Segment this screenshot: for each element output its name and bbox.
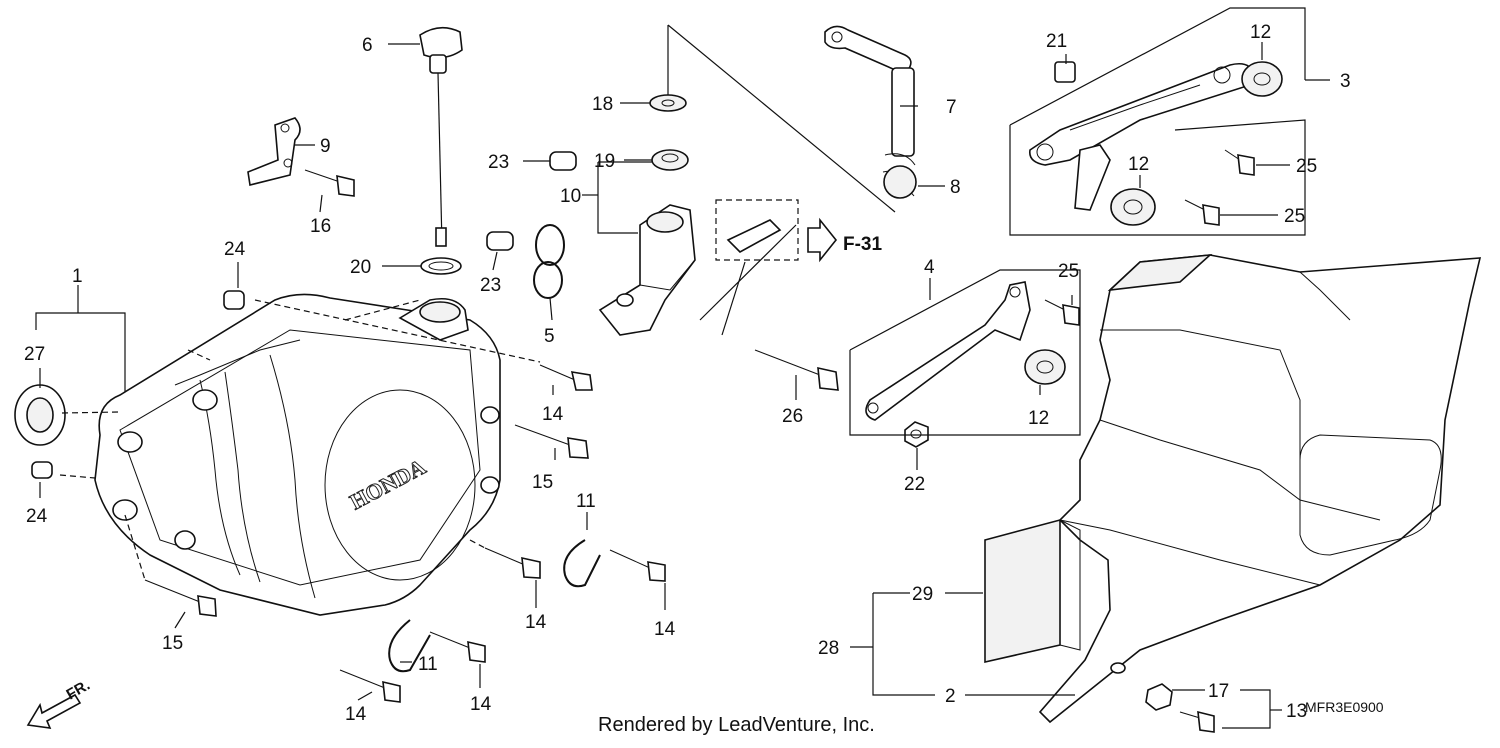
cover-pad-part — [984, 518, 1081, 664]
side-cover-part — [1038, 253, 1482, 724]
shift-arm-part — [824, 25, 917, 199]
callout-9: 9 — [320, 136, 331, 157]
bracket-assembly-part — [1028, 61, 1283, 226]
callout-22: 22 — [904, 474, 925, 495]
callout-25-c: 25 — [1058, 261, 1079, 282]
callout-3: 3 — [1340, 71, 1351, 92]
callout-14-e: 14 — [345, 704, 367, 725]
oil-seal-part — [14, 384, 66, 446]
callout-24-upper: 24 — [224, 239, 246, 260]
front-direction-arrow: FR. — [26, 677, 93, 729]
callout-16: 16 — [310, 216, 331, 237]
side-bracket-part — [865, 281, 1066, 421]
render-credit: Rendered by LeadVenture, Inc. — [598, 714, 875, 736]
callout-29: 29 — [912, 584, 933, 605]
washer-part — [649, 94, 689, 171]
callout-11-upper: 11 — [576, 491, 596, 512]
callout-23-upper: 23 — [488, 152, 509, 173]
callout-15-a: 15 — [532, 472, 553, 493]
callout-21: 21 — [1046, 31, 1067, 52]
callout-14-a: 14 — [542, 404, 564, 425]
callout-14-d: 14 — [470, 694, 492, 715]
callout-2: 2 — [945, 686, 956, 707]
oring-part — [533, 224, 565, 299]
callout-20: 20 — [350, 257, 371, 278]
reference-label: F-31 — [843, 234, 883, 255]
callout-14-b: 14 — [525, 612, 547, 633]
callout-6: 6 — [362, 35, 373, 56]
clip-part — [388, 539, 601, 673]
callout-15-b: 15 — [162, 633, 183, 654]
callout-4: 4 — [924, 257, 935, 278]
callout-11-lower: 11 — [418, 654, 438, 675]
callout-28: 28 — [818, 638, 839, 659]
callout-labels: 1 2 3 4 5 6 7 8 9 10 11 11 12 12 12 13 1… — [24, 22, 1351, 725]
dowel-pin-part — [31, 290, 245, 479]
callout-25-a: 25 — [1296, 156, 1317, 177]
callout-19: 19 — [594, 151, 615, 172]
callout-27: 27 — [24, 344, 45, 365]
callout-12-lower: 12 — [1028, 408, 1049, 429]
callout-17: 17 — [1208, 681, 1229, 702]
bolt-part — [144, 149, 1255, 733]
leader-lines — [35, 7, 1330, 729]
callout-25-b: 25 — [1284, 206, 1305, 227]
oil-pipe-part — [598, 204, 696, 336]
wire-bracket-part — [247, 117, 301, 186]
callout-12-top: 12 — [1250, 22, 1271, 43]
callout-24-lower: 24 — [26, 506, 48, 527]
callout-23-lower: 23 — [480, 275, 501, 296]
dipstick-part — [419, 26, 463, 275]
callout-26: 26 — [782, 406, 803, 427]
reference-arrow: F-31 — [807, 217, 883, 263]
callout-14-c: 14 — [654, 619, 676, 640]
collar-part — [486, 151, 577, 251]
callout-8: 8 — [950, 177, 961, 198]
callout-18: 18 — [592, 94, 613, 115]
switch-detail-box — [699, 199, 799, 336]
callout-7: 7 — [946, 97, 957, 118]
callout-5: 5 — [544, 326, 555, 347]
diagram-code: MFR3E0900 — [1305, 699, 1384, 715]
callout-12-middle: 12 — [1128, 154, 1149, 175]
crankcase-cover-part: HONDA — [94, 293, 501, 616]
callout-10: 10 — [560, 186, 581, 207]
callout-13: 13 — [1286, 701, 1307, 722]
callout-1: 1 — [72, 266, 83, 287]
